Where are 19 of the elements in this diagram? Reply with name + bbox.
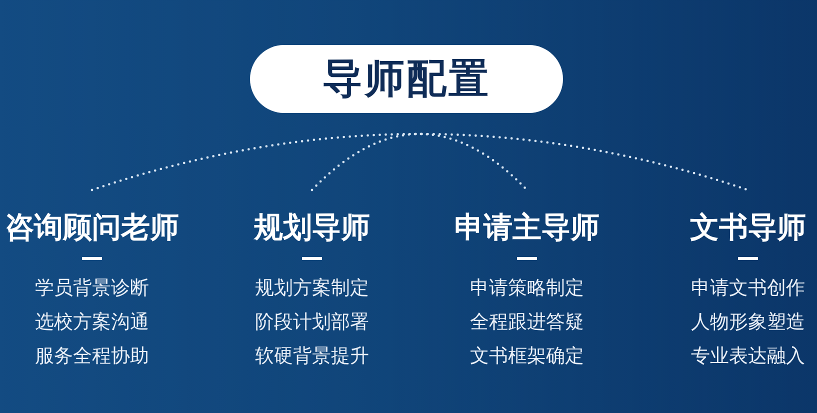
dotted-arc [90, 132, 750, 192]
role-heading: 文书导师 [690, 210, 806, 244]
duty-item: 文书框架确定 [470, 344, 584, 369]
duty-item: 规划方案制定 [255, 276, 369, 301]
duty-item: 选校方案沟通 [35, 310, 149, 335]
duty-item: 人物形象塑造 [691, 310, 805, 335]
duty-item: 全程跟进答疑 [470, 310, 584, 335]
role-heading: 规划导师 [254, 210, 370, 244]
duty-item: 软硬背景提升 [255, 344, 369, 369]
duty-item: 学员背景诊断 [35, 276, 149, 301]
duty-item: 阶段计划部署 [255, 310, 369, 335]
duty-item: 服务全程协助 [35, 344, 149, 369]
duty-item: 申请文书创作 [691, 276, 805, 301]
role-heading: 申请主导师 [454, 210, 600, 244]
heading-pill: 导师配置 [250, 45, 563, 113]
dotted-arc [310, 132, 528, 192]
duty-item: 申请策略制定 [470, 276, 584, 301]
role-heading: 咨询顾问老师 [5, 210, 179, 244]
duty-item: 专业表达融入 [691, 344, 805, 369]
